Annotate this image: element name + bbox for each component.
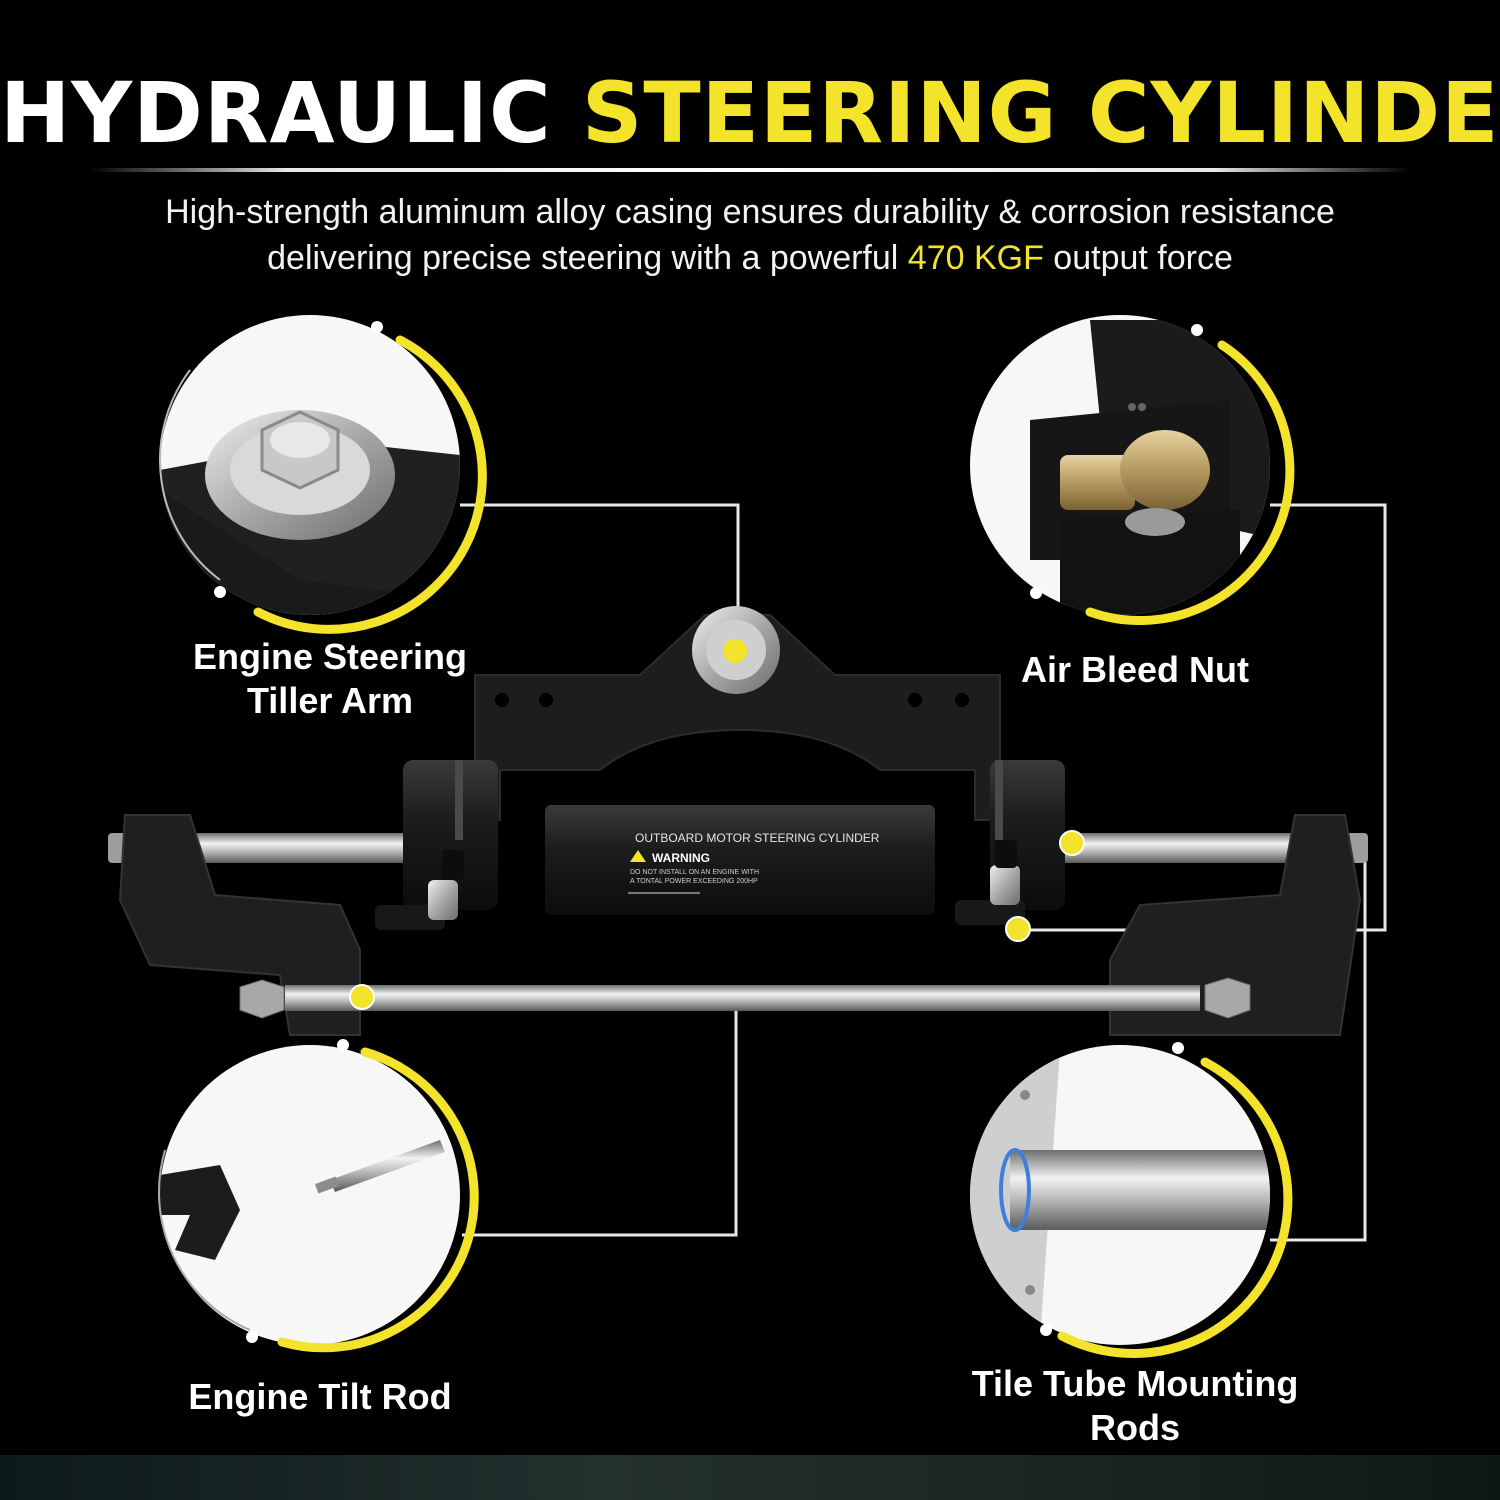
hotspot-tilt-rod (349, 984, 375, 1010)
label-tiller-arm-line-1: Engine Steering (192, 636, 468, 677)
detail-tube-rods-circle (970, 1042, 1293, 1359)
label-air-bleed-line-1: Air Bleed Nut (1020, 649, 1250, 690)
label-tube-rods: Tile Tube Mounting Rods (940, 1362, 1330, 1450)
hotspot-tiller-arm (723, 639, 747, 663)
floor-strip (0, 1455, 1500, 1500)
label-tube-rods-line-1: Tile Tube Mounting (971, 1363, 1299, 1404)
label-tilt-rod: Engine Tilt Rod (160, 1375, 480, 1419)
title-divider (90, 168, 1410, 172)
cylinder-heading: OUTBOARD MOTOR STEERING CYLINDER (635, 831, 880, 845)
detail-tiller-arm-circle (159, 315, 487, 634)
label-tube-rods-line-2: Rods (1090, 1407, 1180, 1448)
detail-tilt-rod-circle (158, 1039, 479, 1353)
cylinder-note-1: DO NOT INSTALL ON AN ENGINE WITH (630, 869, 759, 876)
connector-tiller-arm (460, 503, 740, 640)
page-title: HYDRAULIC STEERING CYLINDER (0, 64, 1500, 162)
title-yellow: STEERING CYLINDER (581, 64, 1500, 162)
label-tiller-arm-line-2: Tiller Arm (246, 680, 414, 721)
cylinder-warning: WARNING (652, 851, 710, 865)
label-tilt-rod-line-1: Engine Tilt Rod (188, 1376, 452, 1417)
hotspot-tube-rods (1059, 830, 1085, 856)
subtitle-line-2-end: output force (1043, 239, 1233, 277)
title-white: HYDRAULIC (0, 64, 552, 162)
detail-air-bleed-circle (970, 315, 1295, 626)
subtitle-line-2-start: delivering precise steering with a power… (267, 239, 908, 277)
label-tiller-arm: Engine Steering Tiller Arm (165, 635, 495, 723)
cylinder-note-2: A TONTAL POWER EXCEEDING 200HP (630, 878, 758, 885)
steering-cylinder-assembly: OUTBOARD MOTOR STEERING CYLINDER WARNING… (108, 606, 1368, 1036)
subtitle-line-2: delivering precise steering with a power… (0, 239, 1500, 278)
force-highlight: 470 KGF (907, 239, 1044, 277)
hotspot-air-bleed (1005, 916, 1031, 942)
label-air-bleed: Air Bleed Nut (990, 648, 1280, 692)
subtitle-line-1: High-strength aluminum alloy casing ensu… (165, 193, 1335, 231)
